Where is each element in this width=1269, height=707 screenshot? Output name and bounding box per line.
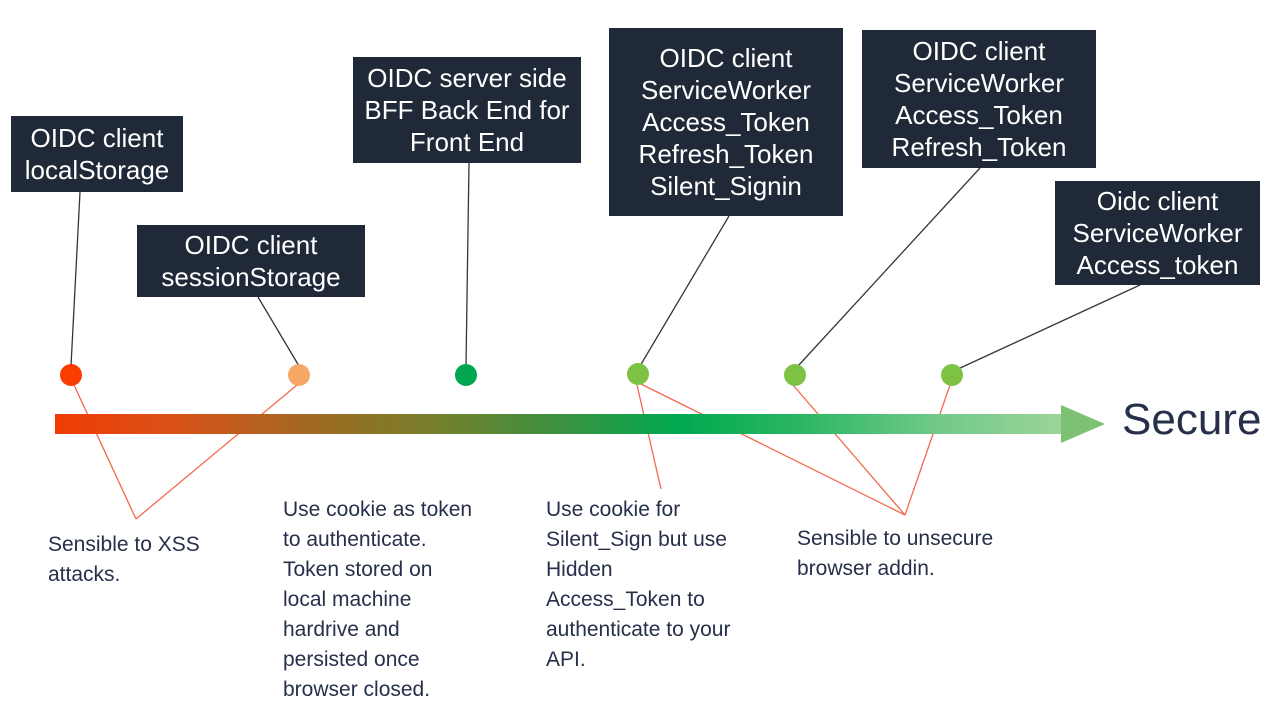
secure-spectrum-arrow xyxy=(55,405,1105,443)
dot-sw-silent xyxy=(627,363,649,385)
label-box-oidc-client-sw-refresh-token: OIDC client ServiceWorker Access_Token R… xyxy=(862,30,1096,168)
dot-sw-access xyxy=(941,364,963,386)
label-box-oidc-client-sw-silent-signin: OIDC client ServiceWorker Access_Token R… xyxy=(609,28,843,216)
red-localstorage-to-xss xyxy=(73,384,137,520)
label-box-oidc-client-localstorage: OIDC client localStorage xyxy=(11,116,183,192)
dot-sessionstorage xyxy=(288,364,310,386)
note-xss: Sensible to XSS attacks. xyxy=(48,533,200,586)
red-sw-silent-to-note xyxy=(636,384,662,490)
red-sessionstorage-to-xss xyxy=(135,384,298,520)
note-cookie-token: Use cookie as token to authenticate. Tok… xyxy=(283,498,473,701)
red-sw-access-to-addin xyxy=(904,384,951,516)
leader-bff xyxy=(465,162,470,367)
dot-sw-refresh xyxy=(784,364,806,386)
leader-sw-access xyxy=(957,284,1141,370)
dot-localstorage xyxy=(60,364,82,386)
secure-axis-label: Secure xyxy=(1122,395,1262,444)
red-leader-lines xyxy=(73,383,951,520)
note-browser-addin: Sensible to unsecure browser addin. xyxy=(797,527,994,580)
red-sw-refresh-to-addin xyxy=(792,384,906,516)
label-box-oidc-client-sw-access-token: Oidc client ServiceWorker Access_token xyxy=(1055,181,1260,285)
dot-bff xyxy=(455,364,477,386)
note-silent-sign: Use cookie for Silent_Sign but use Hidde… xyxy=(546,498,731,671)
leader-sessionstorage xyxy=(257,296,300,367)
leader-sw-silent xyxy=(639,215,730,367)
label-box-oidc-client-sessionstorage: OIDC client sessionStorage xyxy=(137,225,365,297)
leader-localstorage xyxy=(70,191,81,367)
label-box-oidc-server-side-bff: OIDC server side BFF Back End for Front … xyxy=(353,57,581,163)
